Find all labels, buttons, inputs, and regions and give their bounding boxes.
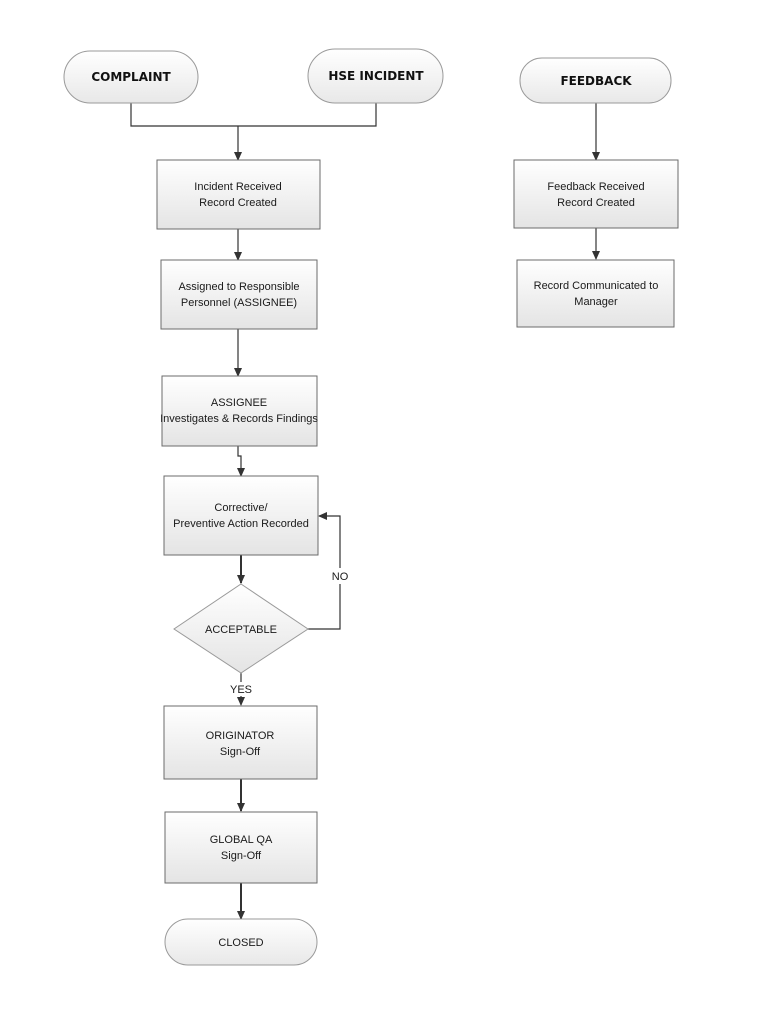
box-feedback-received-line1: Feedback Received [547, 181, 644, 193]
terminal-feedback: FEEDBACK [519, 57, 672, 104]
box-assigned-line1: Assigned to Responsible [178, 281, 299, 293]
decision-acceptable: ACCEPTABLE [173, 583, 309, 674]
box-incident-received-line2: Record Created [199, 197, 277, 209]
box-global-qa-line2: Sign-Off [221, 850, 262, 862]
box-feedback-received-line2: Record Created [557, 197, 635, 209]
box-investigates-line2: Investigates & Records Findings [160, 413, 318, 425]
box-communicated-line1: Record Communicated to [534, 280, 659, 292]
connector-hse-merge [238, 103, 377, 127]
box-originator: ORIGINATOR Sign-Off [163, 705, 318, 780]
box-assigned-line2: Personnel (ASSIGNEE) [181, 297, 297, 309]
box-global-qa-line1: GLOBAL QA [210, 834, 273, 846]
connectors [130, 103, 600, 920]
terminal-closed: CLOSED [164, 918, 318, 966]
box-investigates-line1: ASSIGNEE [211, 397, 267, 409]
box-assigned: Assigned to Responsible Personnel (ASSIG… [160, 259, 318, 330]
box-communicated-line2: Manager [574, 296, 618, 308]
connector-investigates-to-corrective [237, 446, 245, 477]
terminal-complaint-label: COMPLAINT [91, 70, 171, 84]
edge-label-yes: YES [230, 684, 252, 696]
connector-complaint-merge [130, 103, 238, 127]
terminal-hse-incident: HSE INCIDENT [307, 48, 444, 104]
box-investigates: ASSIGNEE Investigates & Records Findings [160, 375, 318, 447]
box-originator-line1: ORIGINATOR [206, 730, 275, 742]
box-communicated: Record Communicated to Manager [516, 259, 675, 328]
terminal-complaint: COMPLAINT [63, 50, 199, 104]
edge-label-no: NO [332, 571, 349, 583]
box-global-qa: GLOBAL QA Sign-Off [164, 811, 318, 884]
terminal-hse-incident-label: HSE INCIDENT [328, 69, 424, 83]
decision-acceptable-label: ACCEPTABLE [205, 624, 277, 636]
box-corrective: Corrective/ Preventive Action Recorded [163, 475, 319, 556]
terminal-feedback-label: FEEDBACK [560, 74, 632, 88]
box-incident-received-line1: Incident Received [194, 181, 281, 193]
box-corrective-line1: Corrective/ [214, 502, 268, 514]
box-originator-line2: Sign-Off [220, 746, 261, 758]
terminal-closed-label: CLOSED [218, 937, 263, 949]
box-incident-received: Incident Received Record Created [156, 159, 321, 230]
box-corrective-line2: Preventive Action Recorded [173, 518, 309, 530]
box-feedback-received: Feedback Received Record Created [513, 159, 679, 229]
